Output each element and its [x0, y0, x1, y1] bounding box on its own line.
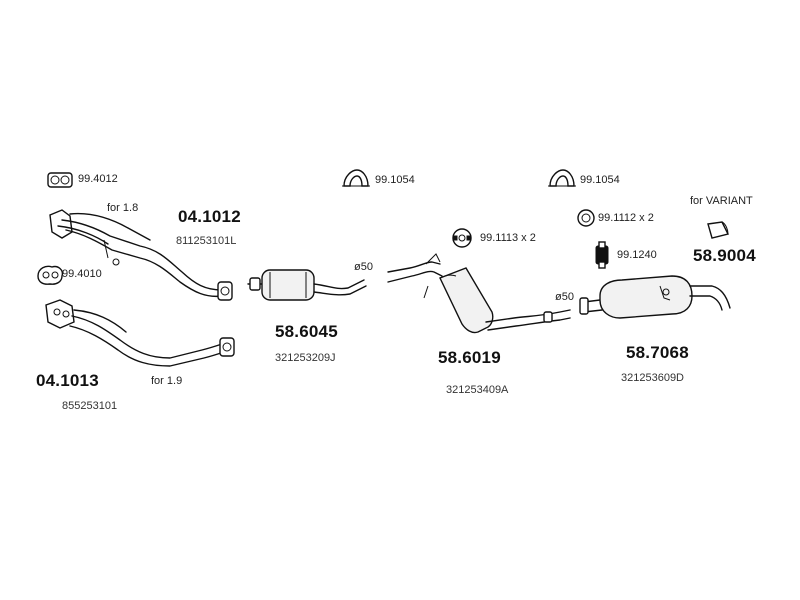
rear-muffler-oe-code: 321253609D	[621, 372, 685, 384]
tail-pipe-number: 58.9004	[693, 246, 756, 265]
front-muffler-drawing	[247, 269, 367, 301]
tail-pipe-icon	[707, 221, 730, 239]
rubber-hanger-icon	[452, 228, 472, 248]
front-pipe-a-number: 04.1012	[178, 207, 241, 226]
gasket-top-label: 99.4012	[78, 173, 118, 185]
hanger-rubber-label: 99.1113 x 2	[480, 232, 536, 244]
clamp-1-label: 99.1054	[375, 174, 415, 186]
front-pipe-1-8-drawing	[49, 209, 233, 301]
flange-gasket-icon	[37, 265, 64, 285]
middle-muffler-oe-code: 321253409A	[446, 384, 509, 396]
front-pipe-b-oe-code: 855253101	[62, 400, 118, 412]
ring-icon	[577, 209, 595, 227]
front-pipe-b-number: 04.1013	[36, 371, 99, 390]
clamp-icon-2	[548, 169, 576, 187]
front-pipe-1-9-drawing	[45, 299, 235, 367]
double-ring-gasket-icon	[47, 172, 73, 188]
tail-pipe-note: for VARIANT	[690, 195, 753, 207]
front-muffler-diameter: ø50	[354, 261, 373, 273]
middle-muffler-drawing	[387, 253, 571, 334]
front-pipe-b-note: for 1.9	[151, 375, 183, 387]
front-pipe-a-oe-code: 811253101L	[176, 235, 237, 247]
ring-label: 99.1112 x 2	[598, 212, 654, 224]
front-muffler-oe-code: 321253209J	[275, 352, 336, 364]
mount-label: 99.1240	[617, 249, 657, 261]
front-muffler-number: 58.6045	[275, 322, 338, 341]
middle-muffler-number: 58.6019	[438, 348, 501, 367]
rear-muffler-drawing	[579, 275, 731, 319]
front-pipe-a-note: for 1.8	[107, 202, 139, 214]
clamp-2-label: 99.1054	[580, 174, 620, 186]
rear-muffler-number: 58.7068	[626, 343, 689, 362]
mount-icon	[595, 241, 609, 269]
clamp-icon-1	[342, 169, 370, 187]
gasket-flange-label: 99.4010	[62, 268, 102, 280]
middle-muffler-diameter: ø50	[555, 291, 574, 303]
